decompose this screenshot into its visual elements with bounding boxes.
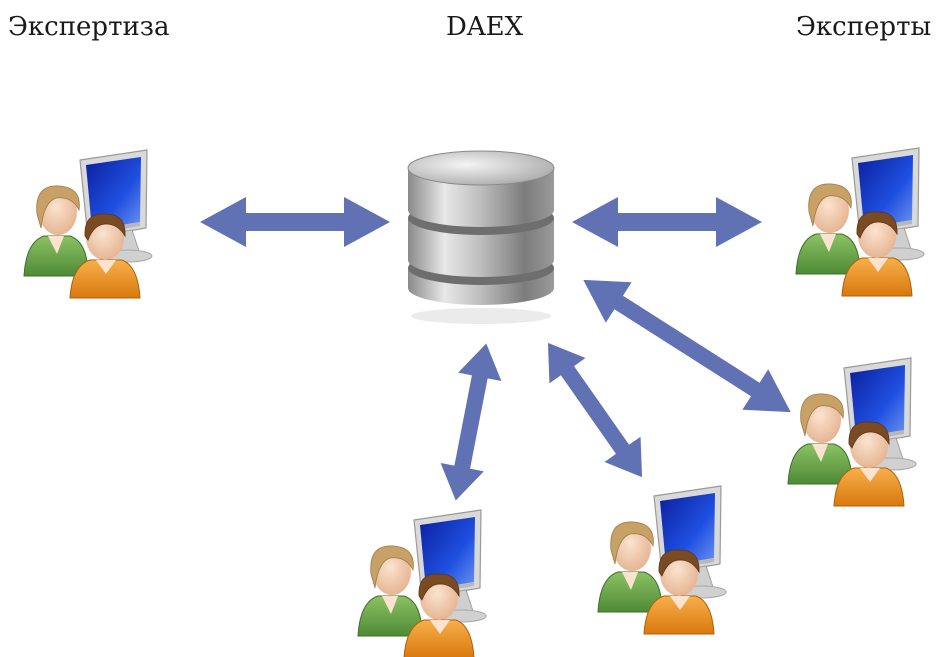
user-group-expertise xyxy=(23,149,153,299)
user-group-expert-4 xyxy=(357,509,487,657)
arrow-left-to-db xyxy=(200,197,390,247)
arrow-db-to-right-middle xyxy=(583,279,791,413)
label-daex: DAEX xyxy=(446,12,524,42)
arrow-db-to-right-top xyxy=(572,197,762,247)
label-expertise: Экспертиза xyxy=(8,12,170,42)
arrow-db-to-bottom-right xyxy=(547,342,643,478)
user-group-expert-1 xyxy=(795,147,925,297)
database-icon xyxy=(407,150,555,324)
arrow-db-to-bottom-left xyxy=(440,343,502,501)
user-group-expert-3 xyxy=(597,485,727,635)
user-group-expert-2 xyxy=(787,357,917,507)
label-experts: Эксперты xyxy=(796,12,932,42)
arrows xyxy=(200,197,791,501)
